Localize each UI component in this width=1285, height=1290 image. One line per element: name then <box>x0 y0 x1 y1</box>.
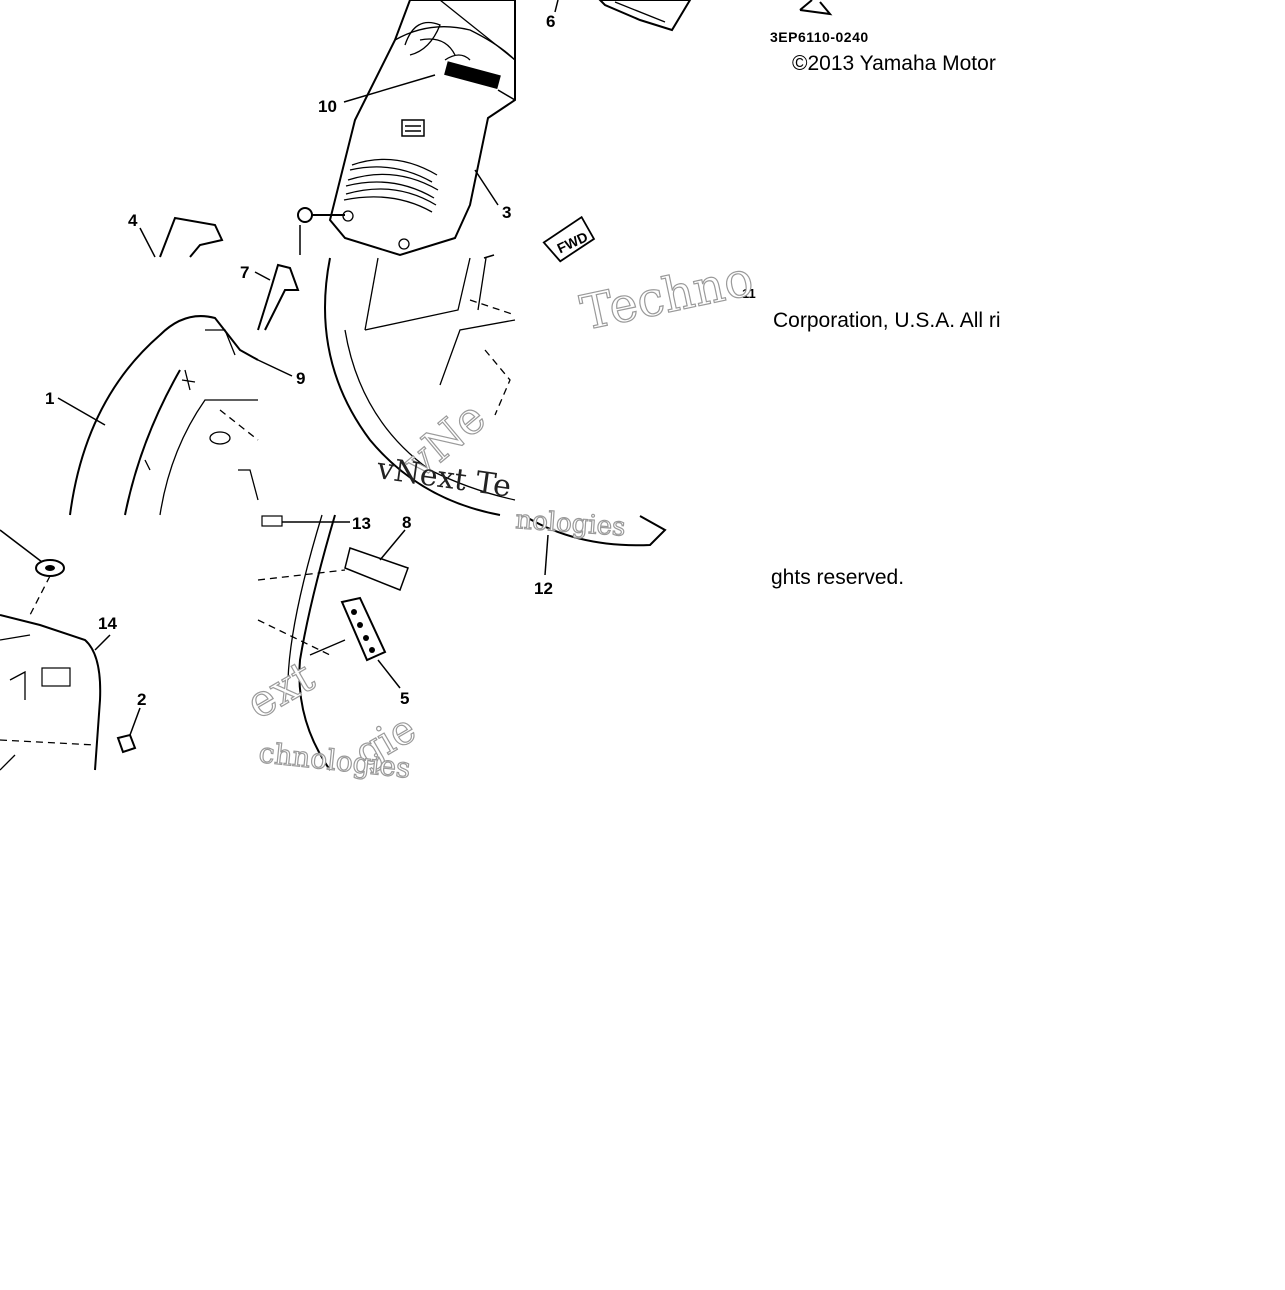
copyright-fragment-3: ghts reserved. <box>771 566 904 589</box>
callout-9: 9 <box>296 369 305 388</box>
callout-4: 4 <box>128 211 138 230</box>
callout-13: 13 <box>352 514 371 533</box>
callout-10: 10 <box>318 97 337 116</box>
part-7-fragment <box>254 263 300 331</box>
callout-labels: 1 2 3 4 5 6 7 8 9 10 11 12 13 14 <box>45 12 756 709</box>
callout-11: 11 <box>742 286 756 301</box>
panel-part-14 <box>0 529 141 771</box>
callout-2: 2 <box>137 690 146 709</box>
callout-1: 1 <box>45 389 54 408</box>
reference-code: 3EP6110-0240 <box>770 29 869 45</box>
callout-3: 3 <box>502 203 511 222</box>
inner-panel-part-1 <box>69 315 259 516</box>
watermark-top-right: Techno <box>576 251 758 342</box>
watermark-mid-right: nologies <box>515 505 627 543</box>
watermark-bottom-left: ext <box>238 651 323 730</box>
leader-lines <box>57 74 516 651</box>
callout-12: 12 <box>534 579 553 598</box>
part-12-fragment <box>527 515 667 576</box>
callout-7: 7 <box>240 263 249 282</box>
callout-5: 5 <box>400 689 409 708</box>
front-cover-part-3 <box>297 0 516 257</box>
parts-5-8-13-group <box>257 514 409 771</box>
callout-14: 14 <box>98 614 117 633</box>
copyright-fragment-2: Corporation, U.S.A. All ri <box>773 309 1001 332</box>
fwd-badge: FWD <box>542 215 596 263</box>
callout-6: 6 <box>546 12 555 31</box>
part-4-fragment <box>139 216 224 258</box>
callout-8: 8 <box>402 513 411 532</box>
copyright-line-1: ©2013 Yamaha Motor <box>792 52 996 75</box>
part-6-fragment <box>554 0 692 32</box>
watermarks: Techno vNe vNext Te nologies ext gie chn… <box>237 250 758 785</box>
lower-cover-part-11 <box>324 257 516 516</box>
direction-arrow-fragment <box>799 0 833 16</box>
